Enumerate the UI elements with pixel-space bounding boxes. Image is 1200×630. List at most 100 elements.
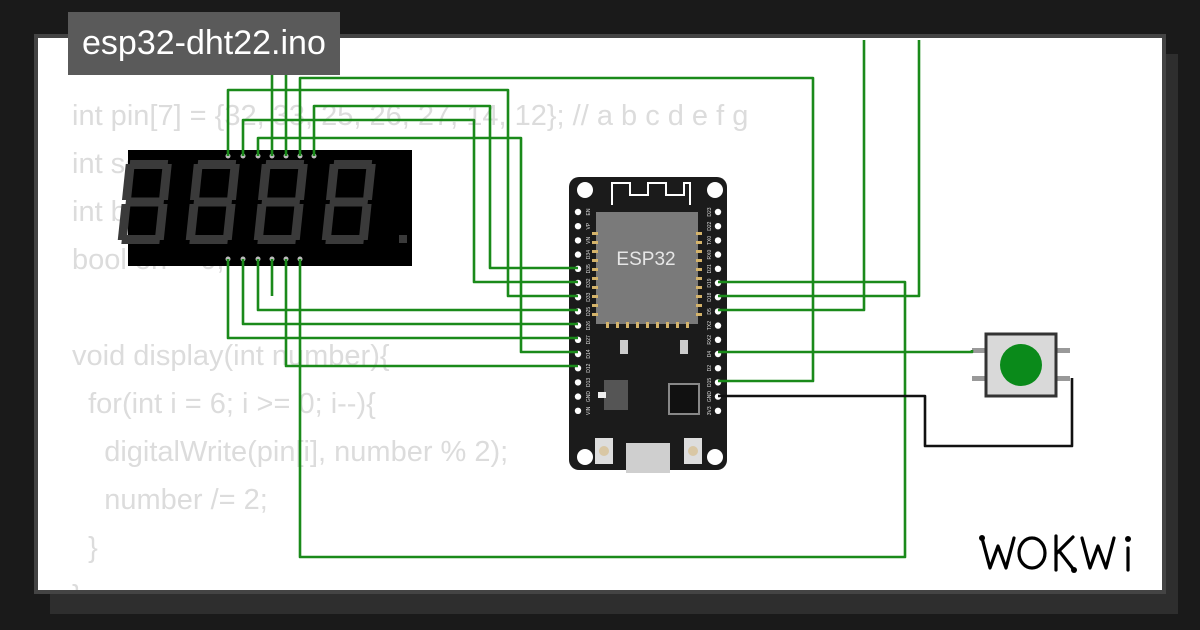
wire <box>241 259 578 326</box>
segment <box>325 235 365 244</box>
pin-label: D34 <box>586 250 592 259</box>
seven-segment-display[interactable] <box>117 150 412 266</box>
header-pin <box>714 365 722 372</box>
decimal-point <box>399 235 407 243</box>
castellation <box>696 295 702 298</box>
display-digit <box>117 160 203 244</box>
esp32-board[interactable]: ESP32 ENVPVND34D35D32D33D25D26D27D14D12D… <box>569 177 727 473</box>
segment <box>362 164 376 200</box>
component <box>680 340 688 354</box>
header-pin <box>714 407 722 414</box>
castellation <box>696 286 702 289</box>
header-pin <box>574 379 582 386</box>
project-title[interactable]: esp32-dht22.ino <box>68 12 340 75</box>
component <box>620 340 628 354</box>
pin-label: D26 <box>586 321 592 330</box>
boot-button-cap <box>688 446 698 456</box>
wire <box>226 88 578 298</box>
code-line: digitalWrite(pin[i], number % 2); <box>72 436 509 468</box>
code-line: for(int i = 6; i >= 0; i--){ <box>72 388 376 420</box>
segment <box>197 160 237 169</box>
pin-label: D13 <box>586 378 592 387</box>
display-digit <box>185 160 271 244</box>
wokwi-logo <box>979 534 1131 573</box>
pin-label: RX2 <box>707 335 713 345</box>
castellation <box>592 295 598 298</box>
castellation <box>592 259 598 262</box>
segment <box>121 235 161 244</box>
wire <box>298 76 815 383</box>
pin-label: GND <box>586 391 592 403</box>
segment <box>154 204 168 240</box>
pin-label: D12 <box>586 363 592 372</box>
header-pin <box>714 265 722 272</box>
pin-label: 3V3 <box>707 406 713 415</box>
header-pin <box>714 251 722 258</box>
header-pin <box>714 223 722 230</box>
castellation <box>616 322 619 328</box>
header-pin <box>574 223 582 230</box>
pin-label: RX0 <box>707 250 713 260</box>
segment <box>129 160 169 169</box>
segment <box>125 197 165 207</box>
castellation <box>696 304 702 307</box>
castellation <box>592 313 598 316</box>
chip-module <box>596 212 698 324</box>
segment <box>358 204 372 240</box>
castellation <box>636 322 639 328</box>
castellation <box>592 286 598 289</box>
wire <box>312 104 578 270</box>
segment <box>265 160 305 169</box>
header-pin <box>714 336 722 343</box>
castellation <box>592 250 598 253</box>
button-cap[interactable] <box>1000 344 1042 386</box>
segment <box>222 204 236 240</box>
wire-ground <box>718 378 1074 448</box>
code-line: } <box>72 572 748 590</box>
pin-label: VIN <box>586 406 592 415</box>
segment <box>325 164 339 200</box>
pin-label: D32 <box>586 278 592 287</box>
display-digits <box>117 160 407 244</box>
segment <box>253 204 267 240</box>
castellation <box>676 322 679 328</box>
segment <box>226 164 240 200</box>
segment <box>290 204 304 240</box>
castellation <box>696 259 702 262</box>
segment <box>117 204 131 240</box>
castellation <box>592 277 598 280</box>
segment <box>121 164 135 200</box>
pin-label: D14 <box>586 349 592 358</box>
castellation <box>686 322 689 328</box>
board-pin-headers: ENVPVND34D35D32D33D25D26D27D14D12D13GNDV… <box>574 207 722 415</box>
code-line: number /= 2; <box>72 484 268 516</box>
wire <box>241 118 578 284</box>
segment <box>257 164 271 200</box>
en-button-cap <box>599 446 609 456</box>
pushbutton[interactable] <box>972 332 1070 398</box>
mount-hole <box>577 182 593 198</box>
pin-label: D21 <box>707 264 713 273</box>
castellation <box>626 322 629 328</box>
regulator-tab <box>598 392 606 398</box>
castellation <box>592 304 598 307</box>
wire <box>298 259 907 559</box>
code-line: int pin[7] = {32, 33, 25, 26, 27, 14, 12… <box>72 100 749 132</box>
mount-hole <box>707 182 723 198</box>
castellation <box>592 268 598 271</box>
pin-label: D2 <box>707 365 713 372</box>
pin-label: D18 <box>707 292 713 301</box>
button-leg <box>1056 376 1070 381</box>
chip-castellations <box>592 232 702 328</box>
header-pin <box>714 208 722 216</box>
pin-label: D22 <box>707 221 713 230</box>
segment <box>333 160 373 169</box>
header-pin <box>574 407 582 414</box>
pin-label: EN <box>586 208 592 215</box>
segment <box>321 204 335 240</box>
display-digit <box>253 160 339 244</box>
castellation <box>696 250 702 253</box>
pin-label: TX2 <box>707 321 713 330</box>
castellation <box>696 313 702 316</box>
